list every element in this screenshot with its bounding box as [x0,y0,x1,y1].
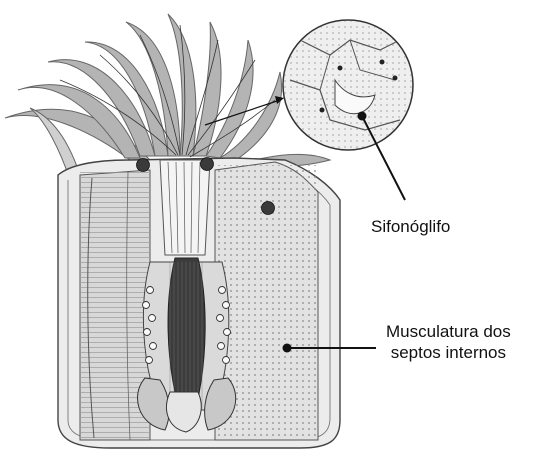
central-filament-texture [168,262,204,410]
muscle-label: Musculatura dos septos internos [386,321,511,363]
siphonoglyph-label: Sifonóglifo [371,216,450,237]
muscle-label-line1: Musculatura dos [386,321,511,342]
magnified-view [283,20,413,150]
muscle-label-line2: septos internos [386,342,511,363]
tentacle-crown [5,14,330,180]
